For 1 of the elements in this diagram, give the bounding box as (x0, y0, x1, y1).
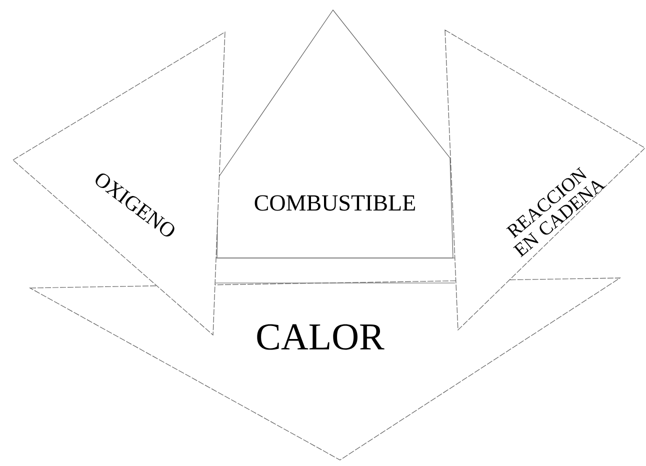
pentagon: COMBUSTIBLE (214, 10, 456, 284)
